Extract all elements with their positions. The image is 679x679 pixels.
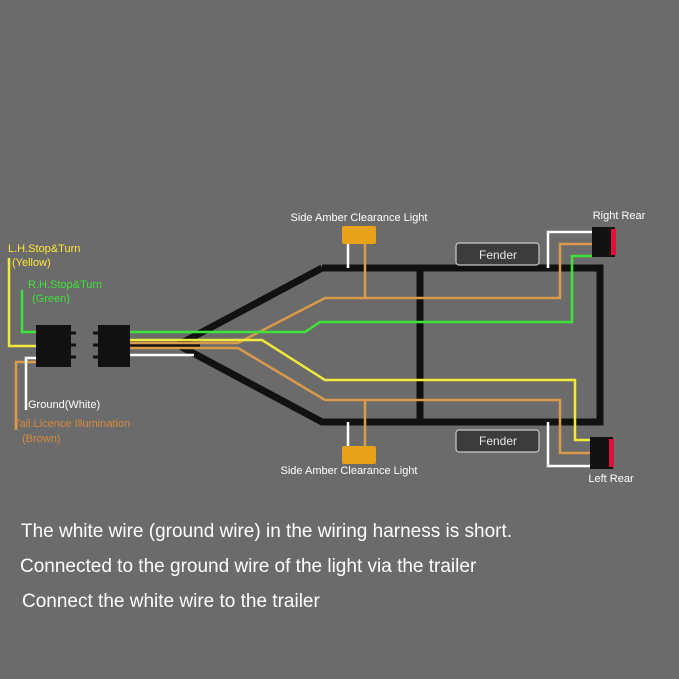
clearance-light-top <box>342 226 376 244</box>
lh-color-label: (Yellow) <box>12 257 51 269</box>
side-clearance-bottom-label: Side Amber Clearance Light <box>281 465 418 477</box>
fender-bottom: Fender <box>455 429 540 453</box>
rh-color-label: (Green) <box>32 293 70 305</box>
lh-stop-turn-label: L.H.Stop&Turn <box>8 243 80 255</box>
yellow-wires <box>7 258 594 442</box>
connector-vehicle <box>36 325 76 367</box>
fender-top: Fender <box>455 242 540 266</box>
tail-color-label: (Brown) <box>22 433 61 445</box>
left-rear-light <box>590 437 614 469</box>
brown-wire-main-top <box>130 242 594 345</box>
note-ground-connection: Connected to the ground wire of the ligh… <box>20 556 477 577</box>
right-rear-label: Right Rear <box>593 210 646 222</box>
rh-stop-turn-label: R.H.Stop&Turn <box>28 279 102 291</box>
fender-top-label: Fender <box>479 248 517 262</box>
tail-licence-label: Tail.Licence Illumination <box>14 418 130 430</box>
yellow-wire-lead <box>7 258 38 348</box>
white-wire-right-rear <box>546 230 594 268</box>
green-wires <box>20 254 594 334</box>
left-rear-label: Left Rear <box>588 473 634 485</box>
clearance-light-bottom <box>342 446 376 464</box>
brown-wire-main-bottom <box>130 346 594 455</box>
connector-trailer <box>93 325 130 367</box>
white-wire-lead <box>24 356 38 410</box>
side-clearance-top-label: Side Amber Clearance Light <box>291 212 428 224</box>
brown-wires <box>14 242 594 455</box>
white-wires <box>24 230 594 468</box>
brown-wire-tail-lead <box>14 360 38 430</box>
ground-label: Ground(White) <box>28 399 100 411</box>
yellow-wire-main <box>130 338 594 442</box>
white-wire-left-rear <box>546 422 594 468</box>
fender-bottom-label: Fender <box>479 434 517 448</box>
right-rear-light <box>592 227 616 257</box>
note-short-ground-wire: The white wire (ground wire) in the wiri… <box>21 521 513 542</box>
note-connect-white-wire: Connect the white wire to the trailer <box>22 591 320 612</box>
green-wire-lead <box>20 290 38 334</box>
green-wire-main <box>130 254 594 334</box>
